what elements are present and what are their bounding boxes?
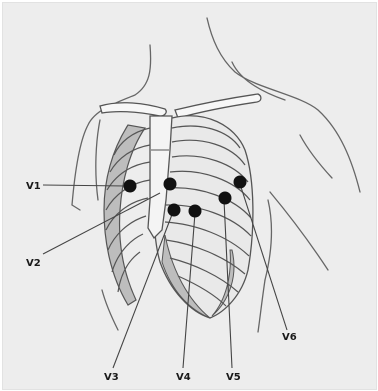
- v4-electrode: [189, 205, 202, 218]
- v5-label: V5: [226, 372, 241, 383]
- v3-label: V3: [104, 372, 119, 383]
- v6-electrode: [234, 176, 247, 189]
- v3-electrode: [168, 204, 181, 217]
- v6-label: V6: [282, 332, 297, 343]
- v4-label: V4: [176, 372, 191, 383]
- v5-electrode: [219, 192, 232, 205]
- clavicles: [100, 94, 261, 118]
- v1-label: V1: [26, 181, 41, 192]
- v2-label: V2: [26, 258, 41, 269]
- left-ribcage: [104, 125, 150, 305]
- v1-electrode: [124, 180, 137, 193]
- v2-leader-line: [43, 193, 160, 254]
- v2-electrode: [164, 178, 177, 191]
